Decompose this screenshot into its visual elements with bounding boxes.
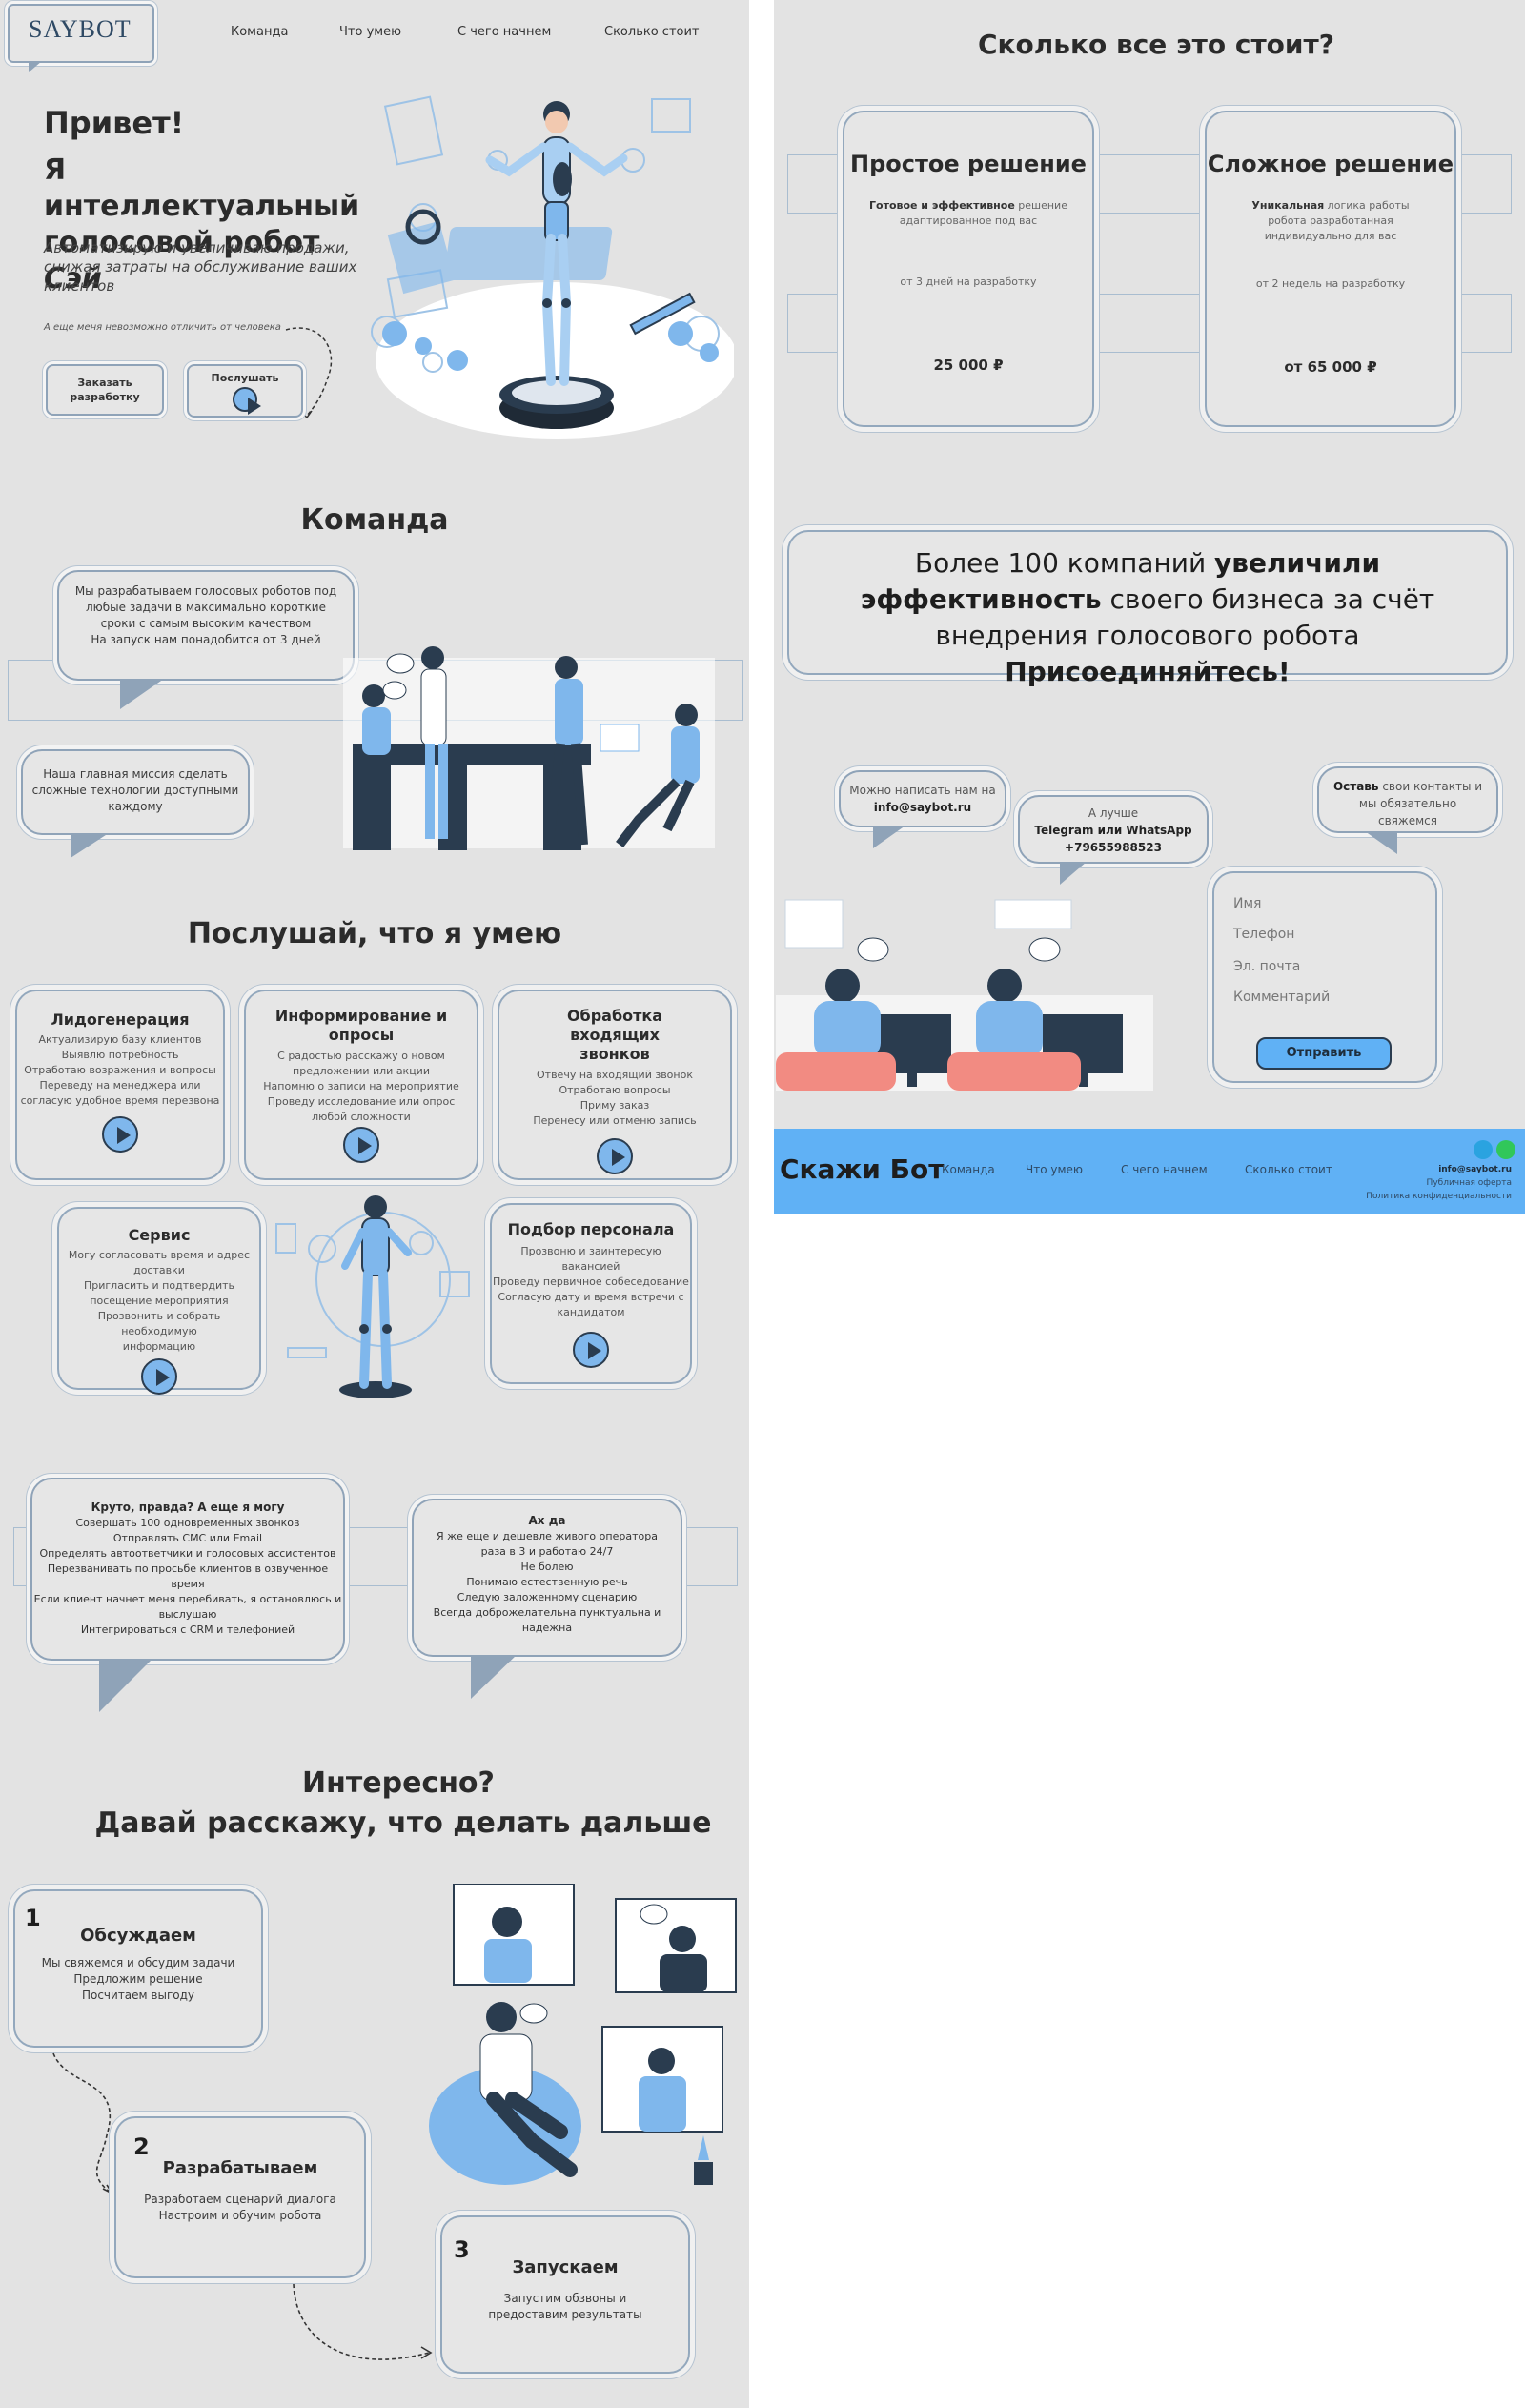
step-card-launch: 3 Запускаем Запустим обзвоны и предостав… [440, 2215, 690, 2374]
step-connector-2-3 [293, 2283, 433, 2360]
extra-abilities-bubble: Круто, правда? А еще я могу Совершать 10… [30, 1478, 345, 1661]
contact-email-bubble: Можно написать нам на info@saybot.ru [839, 770, 1006, 827]
play-inbound-button[interactable] [597, 1138, 633, 1174]
step-title: Запускаем [512, 2257, 619, 2277]
social-proof-banner: Более 100 компаний увеличили эффективнос… [787, 530, 1508, 687]
nav-link-skills[interactable]: Что умею [339, 25, 402, 39]
contact-messenger-bubble: А лучше Telegram или WhatsApp +796559885… [1018, 795, 1209, 864]
step-number: 2 [133, 2133, 150, 2160]
skill-card-leadgen: Лидогенерация Актуализирую базу клиентов… [15, 990, 225, 1180]
skill-card-title: Обработка входящих звонков [566, 1007, 663, 1063]
pricing-title: Сколько все это стоит? [977, 29, 1334, 60]
bubble-tail [471, 1655, 517, 1699]
phone-field[interactable]: Телефон [1233, 927, 1295, 942]
bubble-tail [120, 679, 164, 709]
team-title: Команда [300, 503, 449, 537]
landing-secondary-column: Сколько все это стоит? Простое решение Г… [774, 0, 1525, 1214]
skill-card-recruiting: Подбор персонала Прозвоню и заинтересую … [490, 1203, 692, 1384]
footer-link-pricing[interactable]: Сколько стоит [1245, 1163, 1332, 1176]
plan-card-simple: Простое решение Готовое и эффективное ре… [843, 111, 1094, 427]
play-informing-button[interactable] [343, 1127, 379, 1163]
step-connector-1-2 [52, 2052, 115, 2196]
bubble-tail [1060, 862, 1087, 885]
plan-term: от 2 недель на разработку [1255, 277, 1406, 290]
bubble-tail [99, 1659, 152, 1712]
nav-link-team[interactable]: Команда [231, 25, 289, 39]
contact-form: Имя Телефон Эл. почта Комментарий Отправ… [1212, 871, 1437, 1083]
logo[interactable]: SAYBOT [8, 4, 154, 72]
hero-subtitle: Автоматизирую и увеличиваю продажи, сниж… [44, 239, 357, 295]
nav-link-start[interactable]: С чего начнем [458, 25, 552, 39]
skill-card-title: Сервис [128, 1226, 191, 1244]
skill-card-inbound: Обработка входящих звонков Отвечу на вхо… [498, 990, 732, 1180]
bubble-tail [71, 833, 109, 858]
telegram-icon[interactable] [1474, 1140, 1493, 1159]
order-development-button[interactable]: Заказать разработку [46, 364, 164, 416]
skills-title: Послушай, что я умею [187, 917, 562, 950]
hero-greeting: Привет! [44, 105, 185, 141]
name-field[interactable]: Имя [1233, 896, 1262, 911]
play-leadgen-button[interactable] [102, 1116, 138, 1153]
step-title: Разрабатываем [162, 2158, 318, 2178]
footer-privacy-link[interactable]: Политика конфиденциальности [1366, 1192, 1512, 1201]
plan-term: от 3 дней на разработку [900, 275, 1037, 288]
step-title: Обсуждаем [80, 1926, 196, 1946]
plan-description: Уникальная логика работы робота разработ… [1251, 199, 1410, 242]
plan-title: Сложное решение [1207, 151, 1454, 177]
cheaper-operator-bubble: Ах да Я же еще и дешевле живого оператор… [412, 1499, 682, 1657]
skill-card-service: Сервис Могу согласовать время и адрес до… [57, 1207, 261, 1395]
hero-note: А еще меня невозможно отличить от челове… [44, 322, 281, 333]
step-number: 1 [25, 1905, 41, 1931]
play-icon [233, 387, 261, 415]
plan-price: от 65 000 ₽ [1284, 358, 1377, 376]
landing-main-column: SAYBOT Команда Что умею С чего начнем Ск… [0, 0, 749, 2408]
skill-card-title: Лидогенерация [51, 1010, 190, 1029]
footer-link-start[interactable]: С чего начнем [1121, 1163, 1208, 1176]
footer-offer-link[interactable]: Публичная оферта [1426, 1178, 1512, 1188]
next-steps-title: Интересно? Давай расскажу, что делать да… [94, 1766, 712, 1840]
step-card-discuss: 1 Обсуждаем Мы свяжемся и обсудим задачи… [13, 1889, 263, 2048]
footer: Скажи Бот Команда Что умею С чего начнем… [774, 1129, 1525, 1214]
plan-description: Готовое и эффективное решение адаптирова… [869, 199, 1068, 227]
footer-brand[interactable]: Скажи Бот [780, 1153, 945, 1185]
footer-link-skills[interactable]: Что умею [1026, 1163, 1084, 1176]
bubble-tail [1365, 831, 1397, 854]
play-service-button[interactable] [141, 1358, 177, 1395]
plan-title: Простое решение [850, 151, 1087, 177]
hero-robot-illustration [371, 95, 734, 439]
email-field[interactable]: Эл. почта [1233, 959, 1301, 974]
plan-price: 25 000 ₽ [933, 357, 1004, 374]
nav-link-pricing[interactable]: Сколько стоит [604, 25, 700, 39]
extra-decor-band [13, 1527, 738, 1586]
hero-title: Я интеллектуальный голосовой робот Сэй [44, 153, 360, 296]
plan-card-complex: Сложное решение Уникальная логика работы… [1205, 111, 1456, 427]
step-card-develop: 2 Разрабатываем Разработаем сценарий диа… [114, 2116, 366, 2278]
call-center-illustration [776, 899, 1153, 1091]
contact-email-link[interactable]: info@saybot.ru [873, 801, 972, 814]
hero-note-dashed-arrow [285, 327, 333, 419]
contact-phone-link[interactable]: +79655988523 [1065, 841, 1162, 854]
team-meeting-illustration [343, 646, 715, 850]
play-recruiting-button[interactable] [573, 1332, 609, 1368]
whatsapp-icon[interactable] [1496, 1140, 1515, 1159]
skill-card-title: Подбор персонала [507, 1220, 675, 1238]
listen-button[interactable]: Послушать [187, 364, 303, 418]
submit-button[interactable]: Отправить [1256, 1037, 1392, 1070]
step-number: 3 [454, 2236, 470, 2263]
online-meeting-illustration [429, 1884, 737, 2185]
pricing-decor-band [787, 154, 1512, 214]
skill-card-informing: Информирование и опросы С радостью расск… [244, 990, 478, 1180]
team-bubble-mission-speed: Мы разрабатываем голосовых роботов под л… [57, 570, 355, 681]
footer-email[interactable]: info@saybot.ru [1438, 1165, 1512, 1174]
team-bubble-mission: Наша главная миссия сделать сложные техн… [21, 749, 250, 835]
skill-card-title: Информирование и опросы [274, 1007, 448, 1044]
bubble-tail [873, 826, 905, 848]
pricing-decor-band [787, 294, 1512, 353]
footer-link-team[interactable]: Команда [942, 1163, 995, 1176]
logo-bubble-tail [29, 61, 42, 72]
comment-field[interactable]: Комментарий [1233, 990, 1331, 1005]
robot-hologram-illustration [275, 1195, 470, 1398]
contact-leave-bubble: Оставь свои контакты и мы обязательно св… [1317, 766, 1498, 833]
